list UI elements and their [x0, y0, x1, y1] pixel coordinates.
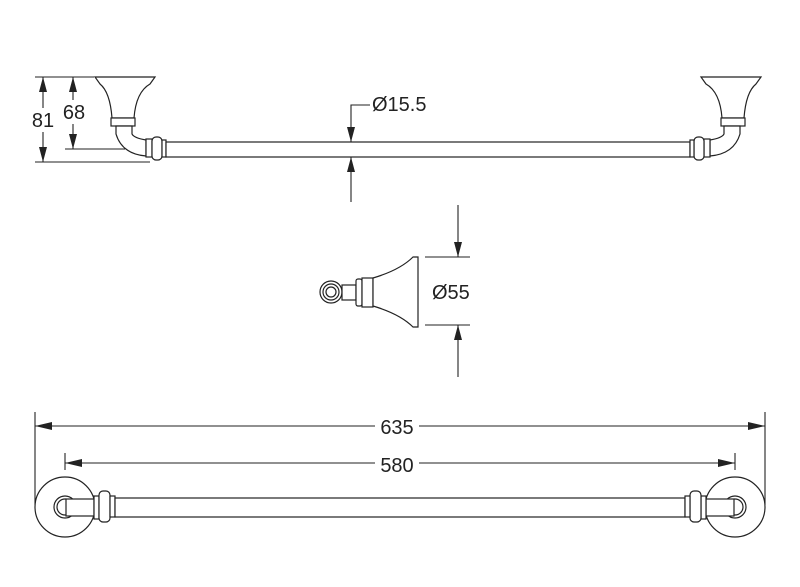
dimension-635: 635 [34, 412, 766, 505]
dimension-bar-diameter: Ø15.5 [347, 94, 426, 202]
dimension-81: 81 [30, 76, 150, 163]
length-635-label: 635 [380, 417, 413, 439]
right-bracket [689, 76, 763, 161]
front-view: 81 68 Ø15.5 [30, 76, 763, 202]
left-bracket [93, 76, 167, 161]
dimension-580: 580 [64, 451, 736, 477]
right-mount-top [684, 476, 766, 538]
side-view: Ø55 [319, 205, 470, 377]
towel-bar-top [114, 497, 686, 518]
top-view: 635 580 [34, 412, 766, 538]
length-580-label: 580 [380, 455, 413, 477]
flange-diameter-label: Ø55 [432, 282, 470, 304]
height-81-label: 81 [32, 110, 54, 132]
height-68-label: 68 [63, 102, 85, 124]
dimension-68: 68 [60, 77, 125, 150]
left-mount-top [34, 476, 116, 538]
bar-diameter-label: Ø15.5 [372, 94, 426, 116]
towel-bar [165, 141, 691, 158]
dimension-55: Ø55 [425, 205, 470, 377]
